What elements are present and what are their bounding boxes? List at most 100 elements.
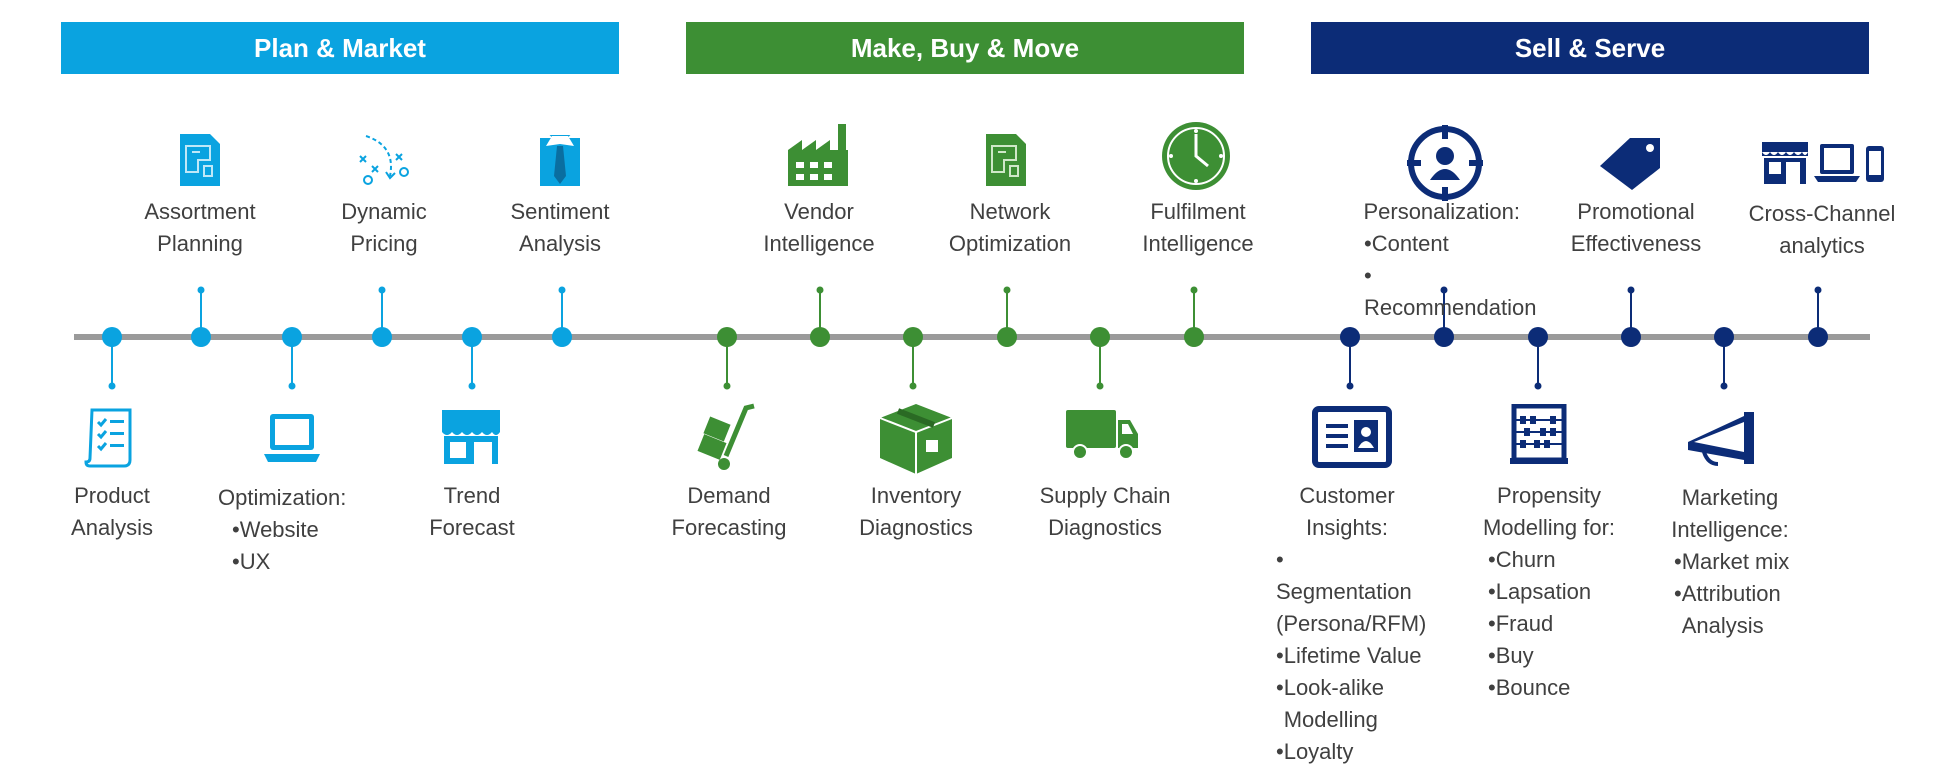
item-title-line: Dynamic	[341, 199, 427, 224]
item-vendor-intelligence: Vendor Intelligence	[744, 196, 894, 260]
bullet-item: Look-alike Modelling	[1262, 672, 1432, 736]
item-title-line: Intelligence:	[1671, 517, 1789, 542]
bullet-item: Market mix	[1660, 546, 1800, 578]
timeline-stem-dot	[1190, 286, 1198, 294]
timeline-stem-dot	[378, 286, 386, 294]
item-title-line: Optimization	[948, 231, 1072, 256]
item-title-line: Supply Chain	[1039, 483, 1171, 508]
timeline-stem-dot	[108, 382, 116, 390]
item-title-line: Personalization:	[1363, 199, 1520, 224]
item-bullets: Market mix Attribution Analysis	[1660, 546, 1800, 642]
delivery-truck-icon	[1066, 410, 1138, 460]
item-personalization: Personalization: Content Recommendation	[1350, 196, 1540, 324]
id-card-icon	[1312, 406, 1392, 468]
item-fulfilment-intelligence: Fulfilment Intelligence	[1118, 196, 1278, 260]
target-person-icon	[1407, 125, 1483, 201]
item-title-line: Insights:	[1306, 515, 1388, 540]
megaphone-icon	[1688, 412, 1754, 466]
item-marketing-intelligence: Marketing Intelligence: Market mix Attri…	[1660, 482, 1800, 642]
price-tag-icon	[1600, 138, 1660, 190]
timeline-stem-dot	[1720, 382, 1728, 390]
item-title-line: Planning	[157, 231, 243, 256]
timeline-node	[1434, 327, 1454, 347]
item-inventory-diagnostics: Inventory Diagnostics	[841, 480, 991, 544]
bullet-item: Buy	[1474, 640, 1624, 672]
item-title-line: Analysis	[71, 515, 153, 540]
timeline-stem-dot	[909, 382, 917, 390]
factory-icon	[788, 124, 848, 186]
item-bullets: Website UX	[218, 514, 368, 578]
timeline-node	[102, 327, 122, 347]
item-bullets: Churn Lapsation Fraud Buy Bounce	[1474, 544, 1624, 704]
item-title-line: Cross-Channel	[1748, 201, 1896, 226]
timeline-stem-dot	[1627, 286, 1635, 294]
timeline-stem-dot	[723, 382, 731, 390]
item-title-line: Diagnostics	[1048, 515, 1162, 540]
timeline-stem-dot	[288, 382, 296, 390]
timeline-stem-dot	[1003, 286, 1011, 294]
item-customer-insights: Customer Insights: Segmentation (Persona…	[1262, 480, 1432, 768]
timeline-stem-dot	[558, 286, 566, 294]
timeline-stem-dot	[1096, 382, 1104, 390]
item-trend-forecast: Trend Forecast	[402, 480, 542, 544]
item-title-line: Trend	[443, 483, 501, 508]
item-title-line: Product	[74, 483, 150, 508]
item-title-line: Marketing	[1681, 485, 1779, 510]
item-assortment-planning: Assortment Planning	[120, 196, 280, 260]
item-title-line: Assortment	[144, 199, 256, 224]
item-cross-channel-analytics: Cross-Channel analytics	[1736, 198, 1908, 262]
timeline-stem-dot	[468, 382, 476, 390]
bullet-item: Content	[1350, 228, 1540, 260]
timeline-node	[1621, 327, 1641, 347]
item-title-line: Pricing	[350, 231, 418, 256]
checklist-icon	[84, 408, 132, 468]
timeline-stem-dot	[197, 286, 205, 294]
timeline-node	[997, 327, 1017, 347]
store-laptop-phone-icon	[1762, 142, 1884, 184]
timeline-node	[1808, 327, 1828, 347]
bullet-item: Attribution Analysis	[1660, 578, 1800, 642]
storefront-icon	[442, 410, 500, 464]
timeline-node	[1714, 327, 1734, 347]
item-dynamic-pricing: Dynamic Pricing	[314, 196, 454, 260]
item-bullets: Segmentation (Persona/RFM) Lifetime Valu…	[1262, 544, 1432, 768]
item-network-optimization: Network Optimization	[925, 196, 1095, 260]
item-title-line: Sentiment	[510, 199, 610, 224]
item-title-line: Effectiveness	[1570, 231, 1702, 256]
item-title-line: analytics	[1779, 233, 1865, 258]
item-demand-forecasting: Demand Forecasting	[654, 480, 804, 544]
timeline-node	[1184, 327, 1204, 347]
banner-sell-serve: Sell & Serve	[1311, 22, 1869, 74]
item-promotional-effectiveness: Promotional Effectiveness	[1556, 196, 1716, 260]
timeline-stem-dot	[1814, 286, 1822, 294]
item-title-line: Forecasting	[671, 515, 787, 540]
strategy-play-icon	[359, 135, 409, 185]
timeline-stem-dot	[1534, 382, 1542, 390]
item-sentiment-analysis: Sentiment Analysis	[490, 196, 630, 260]
timeline-node	[1090, 327, 1110, 347]
timeline-stem-dot	[1346, 382, 1354, 390]
bullet-item: Bounce	[1474, 672, 1624, 704]
package-box-icon	[879, 404, 953, 474]
abacus-icon	[1510, 404, 1568, 464]
timeline-node	[282, 327, 302, 347]
item-title-line: Network	[969, 199, 1051, 224]
item-title-line: Intelligence	[1142, 231, 1254, 256]
timeline-node	[1340, 327, 1360, 347]
banner-plan-market: Plan & Market	[61, 22, 619, 74]
item-title-line: Demand	[687, 483, 771, 508]
bullet-item: Lifetime Value	[1262, 640, 1432, 672]
bullet-item: Lapsation	[1474, 576, 1624, 608]
item-title-line: Propensity	[1497, 483, 1601, 508]
timeline-node	[552, 327, 572, 347]
item-title-line: Customer	[1299, 483, 1395, 508]
bullet-item: Churn	[1474, 544, 1624, 576]
item-title-line: Modelling for:	[1482, 515, 1616, 540]
item-title-line: Promotional	[1577, 199, 1695, 224]
laptop-icon	[264, 414, 320, 462]
item-title-line: Diagnostics	[859, 515, 973, 540]
item-product-analysis: Product Analysis	[42, 480, 182, 544]
item-title-line: Intelligence	[763, 231, 875, 256]
timeline-node	[191, 327, 211, 347]
